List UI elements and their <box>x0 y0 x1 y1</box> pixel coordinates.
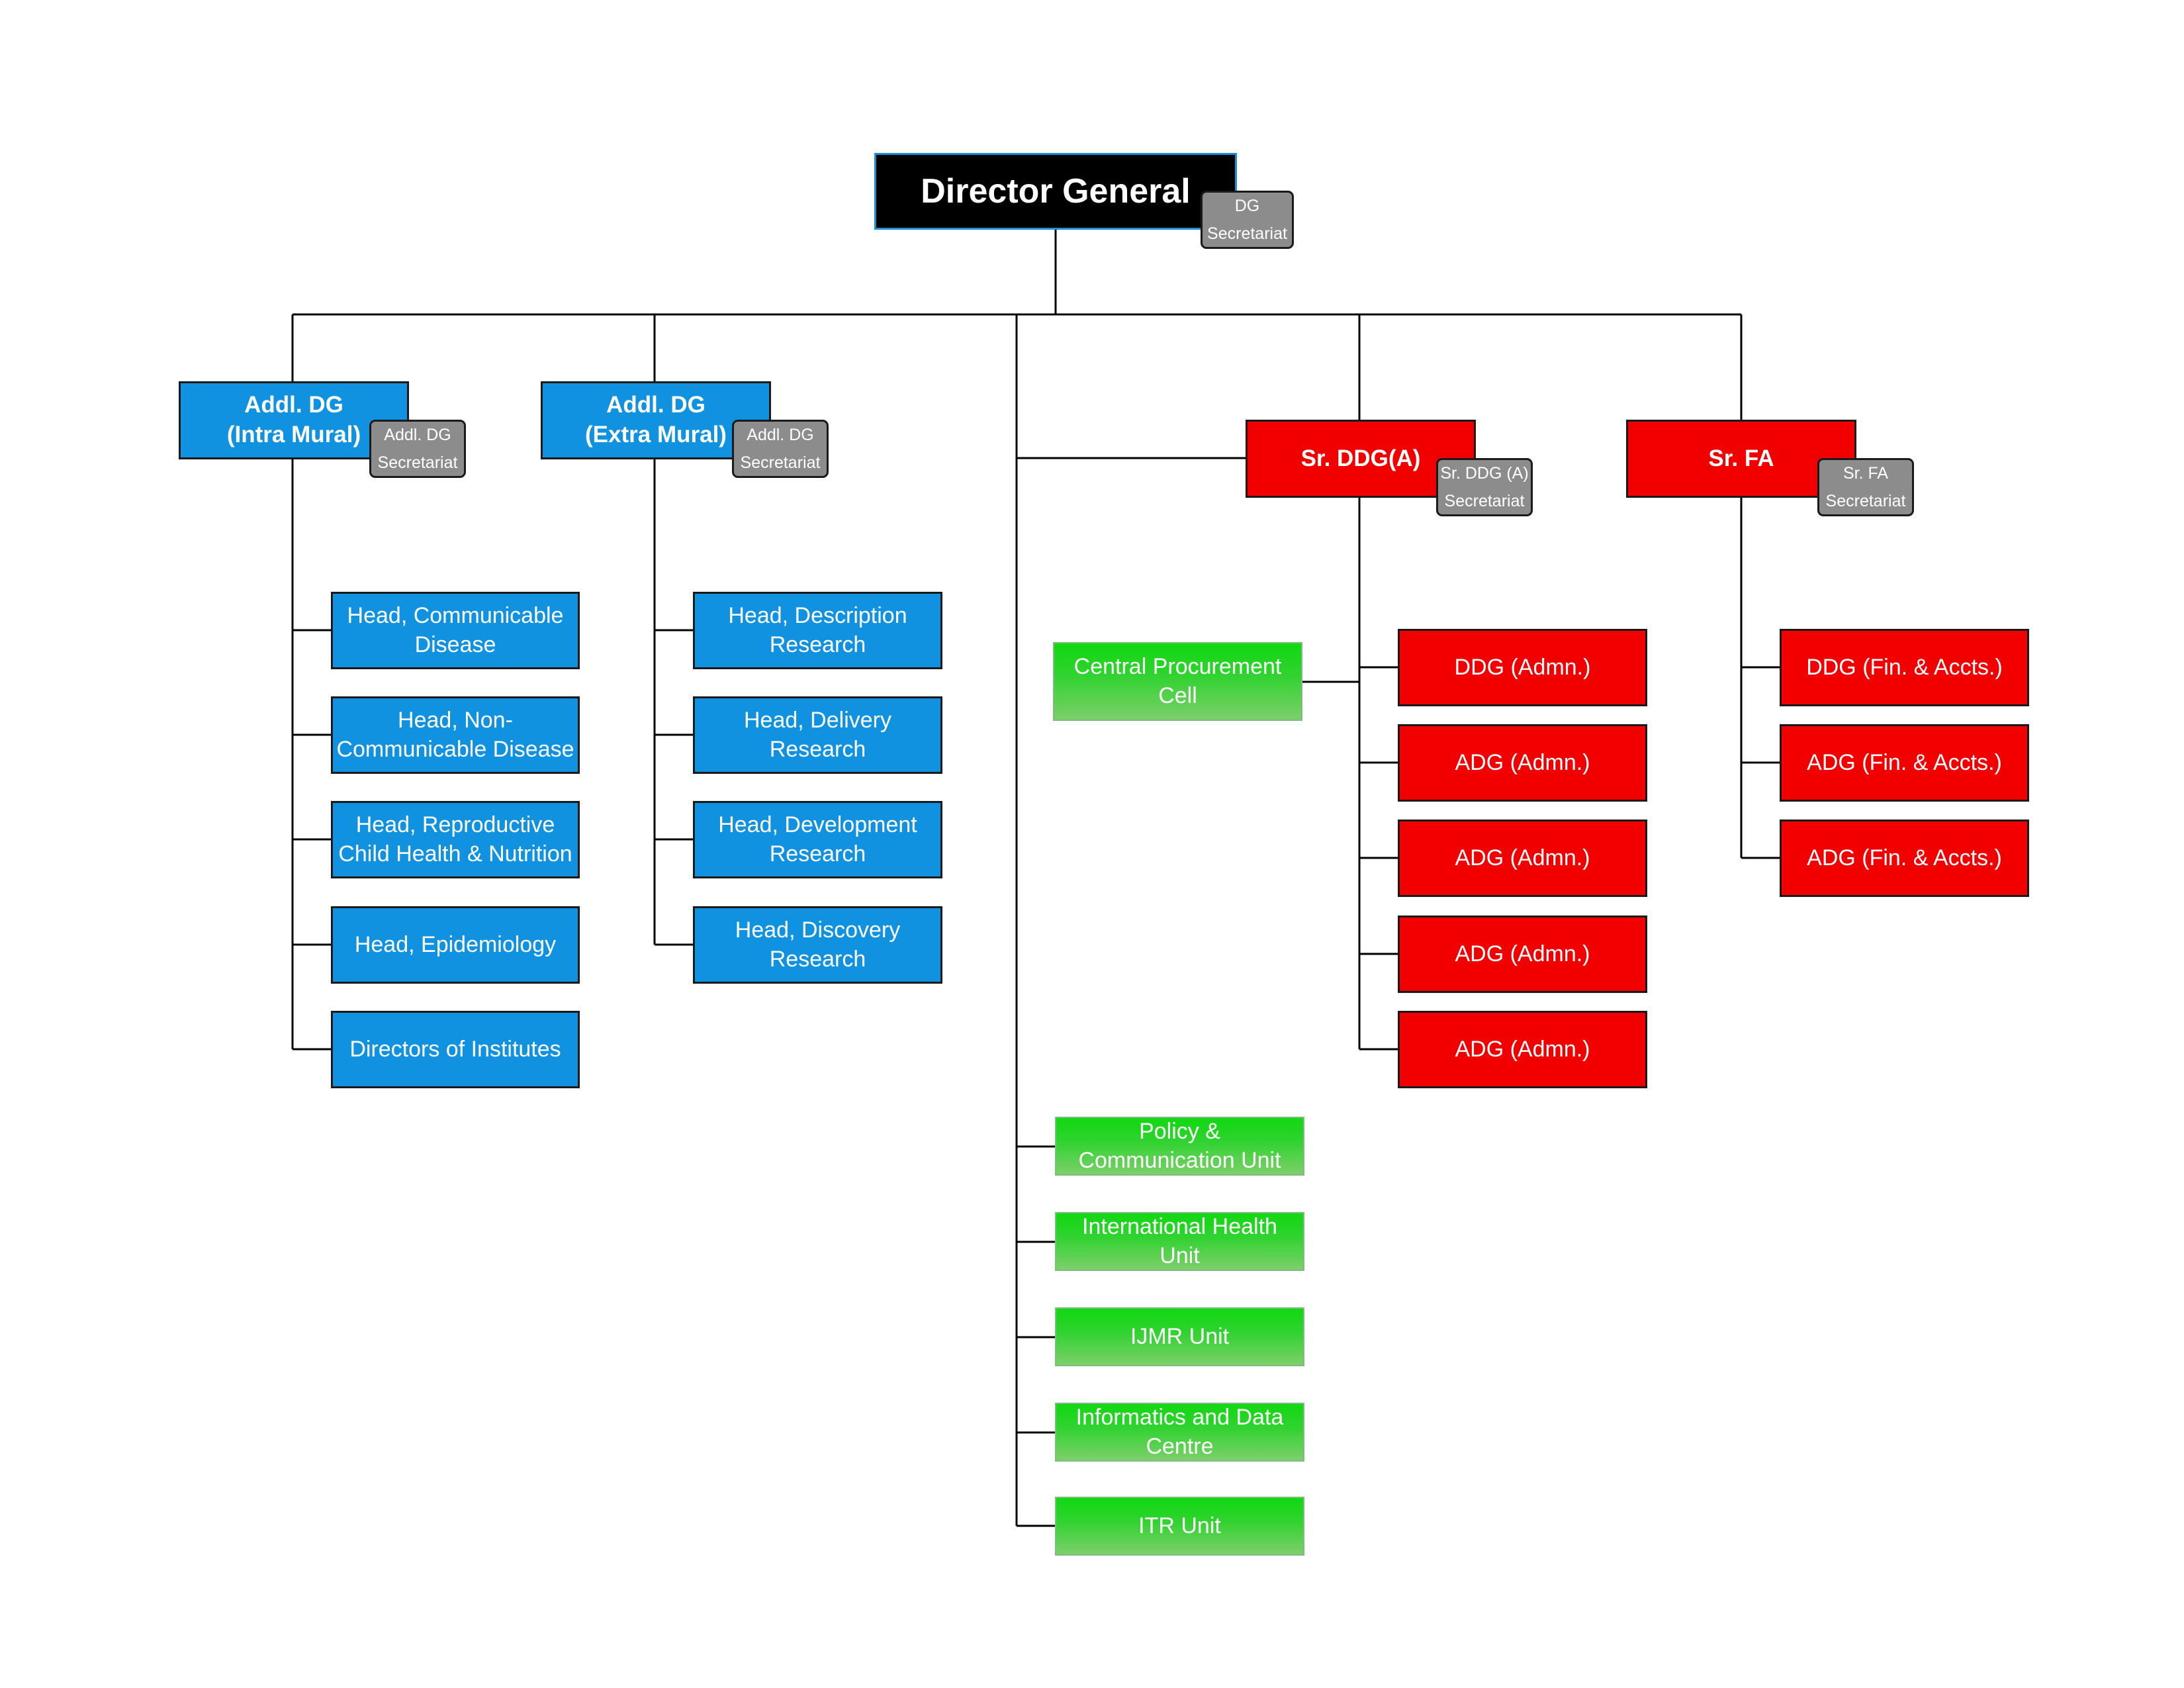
unit-label: ADG (Admn.) <box>1455 1036 1590 1062</box>
sr-fa-title: Sr. FA <box>1708 445 1774 471</box>
unit-label: Head, Non- Communicable Disease <box>336 707 574 762</box>
unit-label: Head, Discovery Research <box>735 917 901 972</box>
unit-label: Informatics and Data Centre <box>1075 1404 1284 1459</box>
unit-label: Head, Epidemiology <box>354 931 557 957</box>
director-general-title: Director General <box>921 171 1191 211</box>
sr-ddg-a-box[interactable]: Sr. DDG(A) <box>1246 420 1476 498</box>
unit-label: ADG (Admn.) <box>1455 845 1590 870</box>
unit-delivery-research[interactable]: Head, Delivery Research <box>693 696 942 774</box>
addl-dg-intra-mural-title: Addl. DG (Intra Mural) <box>226 392 361 447</box>
sr-ddg-a-title: Sr. DDG(A) <box>1300 445 1421 471</box>
addl-dg-intra-secretariat-box[interactable]: Addl. DG Secretariat <box>369 420 466 478</box>
unit-label: Head, Communicable Disease <box>347 602 564 657</box>
unit-communicable-disease[interactable]: Head, Communicable Disease <box>331 592 580 669</box>
unit-label: Head, Delivery Research <box>744 707 891 762</box>
unit-label: Head, Description Research <box>728 602 907 657</box>
unit-non-communicable-disease[interactable]: Head, Non- Communicable Disease <box>331 696 580 774</box>
unit-discovery-research[interactable]: Head, Discovery Research <box>693 906 942 984</box>
addl-dg-extra-secretariat-label: Addl. DG Secretariat <box>740 425 821 473</box>
sr-fa-secretariat-box[interactable]: Sr. FA Secretariat <box>1817 458 1914 516</box>
unit-label: Policy & Communication Unit <box>1078 1118 1281 1173</box>
unit-label: ADG (Admn.) <box>1455 941 1590 966</box>
unit-label: Directors of Institutes <box>349 1036 561 1062</box>
unit-adg-admn[interactable]: ADG (Admn.) <box>1398 915 1647 993</box>
unit-label: ITR Unit <box>1138 1513 1221 1538</box>
unit-label: Central Procurement Cell <box>1073 653 1282 708</box>
unit-label: ADG (Fin. & Accts.) <box>1807 845 2002 870</box>
unit-label: IJMR Unit <box>1130 1323 1230 1349</box>
director-general-box[interactable]: Director General <box>874 153 1237 230</box>
sr-fa-secretariat-label: Sr. FA Secretariat <box>1825 463 1906 511</box>
unit-label: ADG (Fin. & Accts.) <box>1807 749 2002 775</box>
unit-informatics-data-centre[interactable]: Informatics and Data Centre <box>1055 1403 1304 1462</box>
unit-development-research[interactable]: Head, Development Research <box>693 801 942 878</box>
unit-directors-of-institutes[interactable]: Directors of Institutes <box>331 1011 580 1088</box>
unit-label: DDG (Fin. & Accts.) <box>1806 654 2003 680</box>
unit-adg-admn[interactable]: ADG (Admn.) <box>1398 724 1647 802</box>
unit-ijmr[interactable]: IJMR Unit <box>1055 1307 1304 1366</box>
unit-adg-admn[interactable]: ADG (Admn.) <box>1398 1011 1647 1088</box>
unit-epidemiology[interactable]: Head, Epidemiology <box>331 906 580 984</box>
unit-label: DDG (Admn.) <box>1454 654 1591 680</box>
sr-ddg-a-secretariat-label: Sr. DDG (A) Secretariat <box>1440 463 1529 511</box>
unit-ddg-admn[interactable]: DDG (Admn.) <box>1398 629 1647 706</box>
dg-secretariat-box[interactable]: DG Secretariat <box>1201 191 1294 249</box>
unit-label: Head, Reproductive Child Health & Nutrit… <box>338 812 572 867</box>
addl-dg-intra-secretariat-label: Addl. DG Secretariat <box>377 425 458 473</box>
unit-label: ADG (Admn.) <box>1455 749 1590 775</box>
unit-adg-fin-accts[interactable]: ADG (Fin. & Accts.) <box>1780 724 2029 802</box>
unit-policy-communication[interactable]: Policy & Communication Unit <box>1055 1117 1304 1176</box>
unit-reproductive-child-health[interactable]: Head, Reproductive Child Health & Nutrit… <box>331 801 580 878</box>
unit-international-health[interactable]: International Health Unit <box>1055 1212 1304 1271</box>
central-procurement-cell[interactable]: Central Procurement Cell <box>1053 642 1302 721</box>
addl-dg-extra-mural-title: Addl. DG (Extra Mural) <box>585 392 727 447</box>
unit-adg-fin-accts[interactable]: ADG (Fin. & Accts.) <box>1780 820 2029 897</box>
dg-secretariat-label: DG Secretariat <box>1207 196 1287 244</box>
addl-dg-extra-secretariat-box[interactable]: Addl. DG Secretariat <box>732 420 829 478</box>
unit-itr[interactable]: ITR Unit <box>1055 1497 1304 1556</box>
unit-label: International Health Unit <box>1082 1213 1277 1268</box>
sr-ddg-a-secretariat-box[interactable]: Sr. DDG (A) Secretariat <box>1436 458 1533 516</box>
unit-description-research[interactable]: Head, Description Research <box>693 592 942 669</box>
unit-adg-admn[interactable]: ADG (Admn.) <box>1398 820 1647 897</box>
unit-label: Head, Development Research <box>718 812 917 867</box>
unit-ddg-fin-accts[interactable]: DDG (Fin. & Accts.) <box>1780 629 2029 706</box>
